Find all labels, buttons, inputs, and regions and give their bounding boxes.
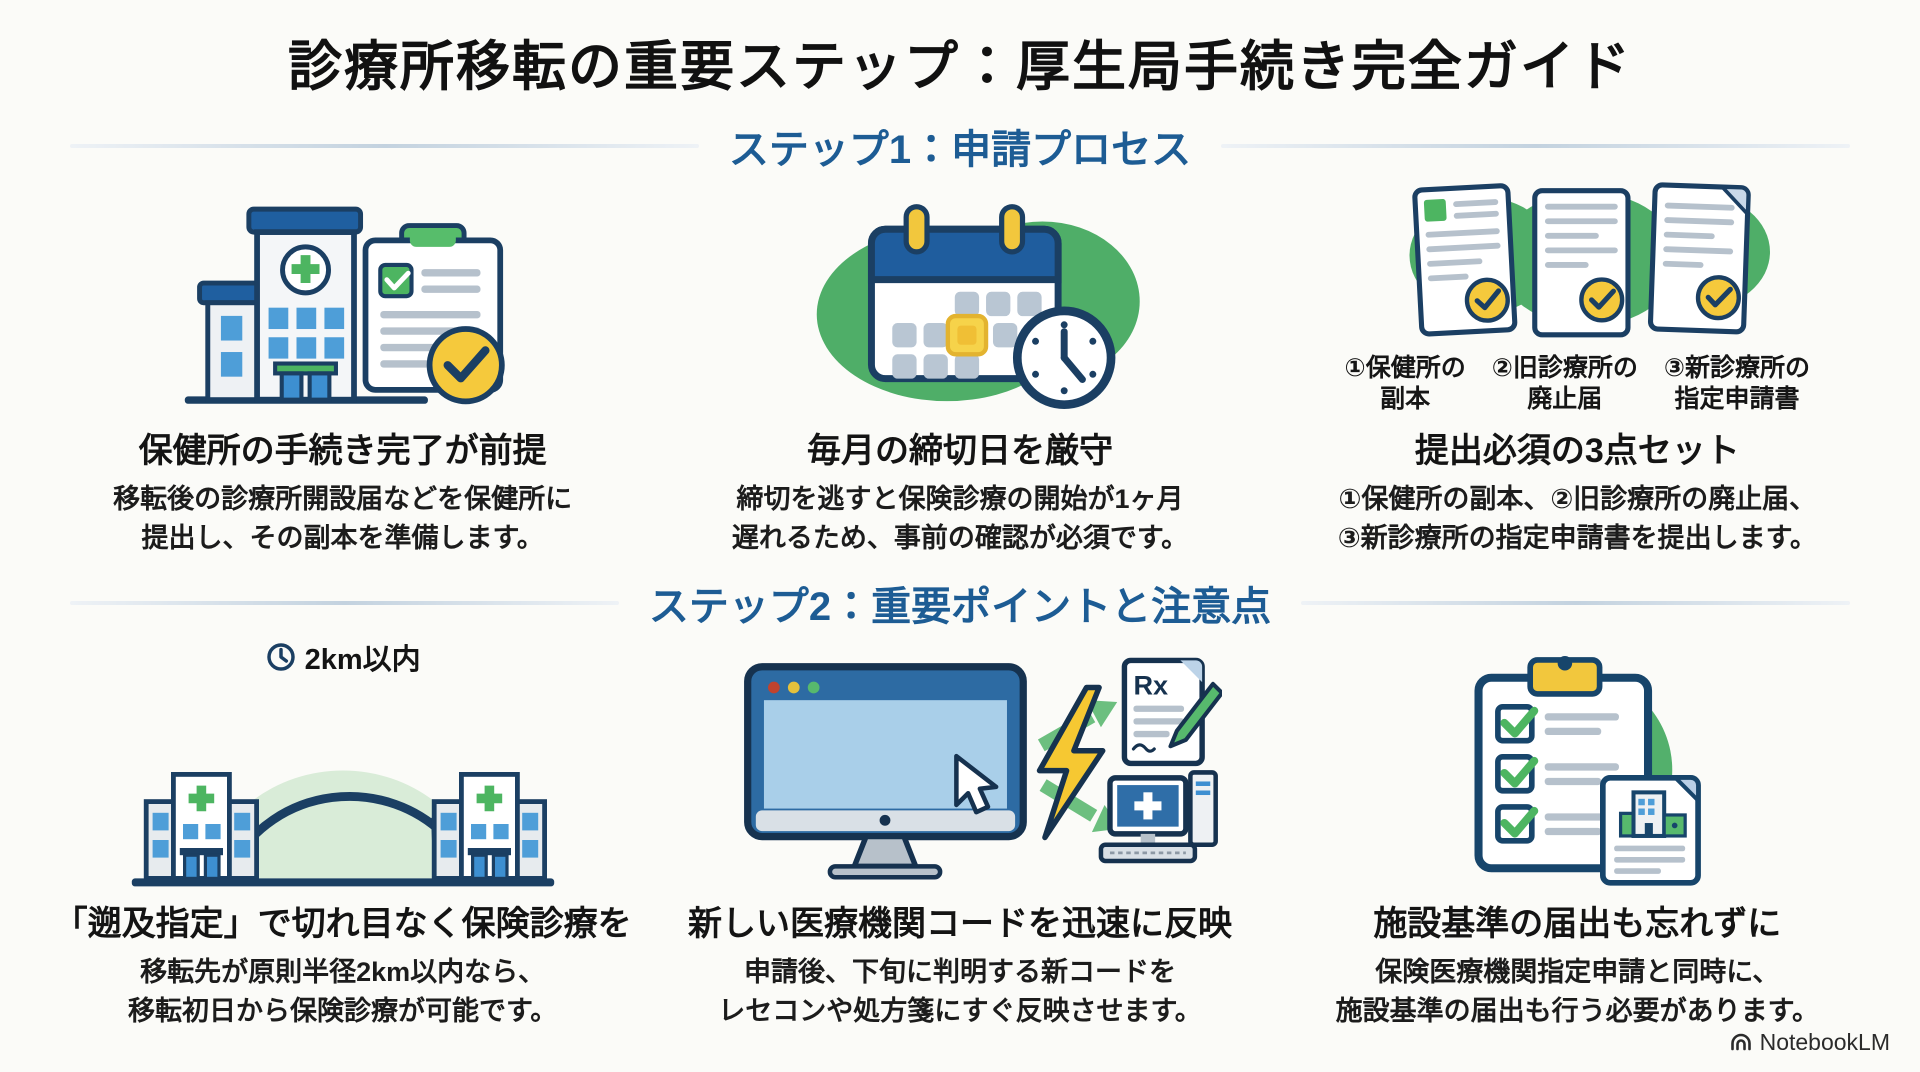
card-heading: 提出必須の3点セット [1414, 432, 1740, 470]
card-deadline: 毎月の締切日を厳守 締切を逃すと保険診療の開始が1ヶ月 遅れるため、事前の確認が… [651, 179, 1268, 558]
card-heading: 保健所の手続き完了が前提 [138, 432, 547, 470]
card-body: 移転後の診療所開設届などを保健所に 提出し、その副本を準備します。 [113, 484, 573, 554]
calendar-clock-icon [816, 204, 1140, 409]
step1-row: 保健所の手続き完了が前提 移転後の診療所開設届などを保健所に 提出し、その副本を… [0, 179, 1920, 558]
doc-label-3: ③新診療所の 指定申請書 [1663, 353, 1811, 413]
card-health-center: 保健所の手続き完了が前提 移転後の診療所開設届などを保健所に 提出し、その副本を… [34, 179, 651, 558]
two-clinics-arrow-icon [131, 770, 554, 887]
page-title: 診療所移転の重要ステップ：厚生局手続き完全ガイド [288, 37, 1632, 97]
card-new-code: Rx 新しい医療機関コードを迅速に反映 申請後、下旬に判明する新コードを [651, 636, 1268, 1031]
divider-line [1301, 601, 1850, 606]
card-body: 保険医療機関指定申請と同時に、 施設基準の届出も行う必要があります。 [1335, 957, 1819, 1027]
card-heading: 施設基準の届出も忘れずに [1373, 905, 1782, 944]
clinic-building-clipboard-icon [184, 206, 505, 405]
card-three-documents: ①保健所の 副本 ②旧診療所の 廃止届 ③新診療所の 指定申請書 提出必須の3点… [1269, 179, 1886, 558]
notebooklm-logo-icon [1730, 1033, 1751, 1050]
clock-icon [266, 643, 295, 672]
doc-label-2: ②旧診療所の 廃止届 [1491, 353, 1638, 413]
card-body: ①保健所の副本、②旧診療所の廃止届、 ③新診療所の指定申請書を提出します。 [1337, 484, 1817, 554]
card-heading: 「遡及指定」で切れ目なく保険診療を [53, 905, 632, 944]
card-facility-standards: 施設基準の届出も忘れずに 保険医療機関指定申請と同時に、 施設基準の届出も行う必… [1269, 636, 1886, 1031]
calendar-clock-icon-box [769, 179, 1151, 415]
step1-header: ステップ1：申請プロセス [70, 117, 1850, 175]
checklist-clipboard-icon [1474, 655, 1702, 886]
card-heading: 新しい医療機関コードを迅速に反映 [687, 905, 1232, 944]
card-body: 締切を逃すと保険診療の開始が1ヶ月 遅れるため、事前の確認が必須です。 [731, 484, 1189, 554]
checklist-icon-box [1391, 636, 1763, 888]
divider-line [70, 144, 699, 148]
doc-label-1: ①保健所の 副本 [1344, 353, 1466, 413]
divider-line [70, 601, 619, 606]
clinic-clipboard-icon [170, 179, 515, 415]
code-update-icon-box: Rx [698, 636, 1222, 888]
distance-badge-label: 2km以内 [304, 644, 421, 677]
three-documents-icon [1409, 182, 1771, 338]
card-retroactive: 2km以内 [34, 636, 651, 1031]
step2-title: ステップ2：重要ポイントと注意点 [648, 585, 1272, 630]
watermark: NotebookLM [1729, 1029, 1890, 1056]
relocation-icon-box: 2km以内 [108, 636, 578, 888]
divider-line [1221, 144, 1850, 148]
documents-icon-box: ①保健所の 副本 ②旧診療所の 廃止届 ③新診療所の 指定申請書 [1323, 179, 1831, 415]
card-body: 移転先が原則半径2km以内なら、 移転初日から保険診療が可能です。 [128, 957, 558, 1027]
step2-row: 2km以内 [0, 636, 1920, 1031]
doc-labels: ①保健所の 副本 ②旧診療所の 廃止届 ③新診療所の 指定申請書 [1345, 353, 1811, 416]
computer-code-update-icon: Rx [744, 657, 1222, 880]
rx-label: Rx [1133, 670, 1168, 701]
distance-badge: 2km以内 [265, 636, 421, 678]
step2-header: ステップ2：重要ポイントと注意点 [70, 574, 1850, 632]
step1-title: ステップ1：申請プロセス [728, 128, 1192, 172]
card-heading: 毎月の締切日を厳守 [806, 432, 1113, 470]
card-body: 申請後、下旬に判明する新コードを レセコンや処方箋にすぐ反映させます。 [718, 957, 1202, 1027]
watermark-brand: NotebookLM [1759, 1029, 1890, 1055]
